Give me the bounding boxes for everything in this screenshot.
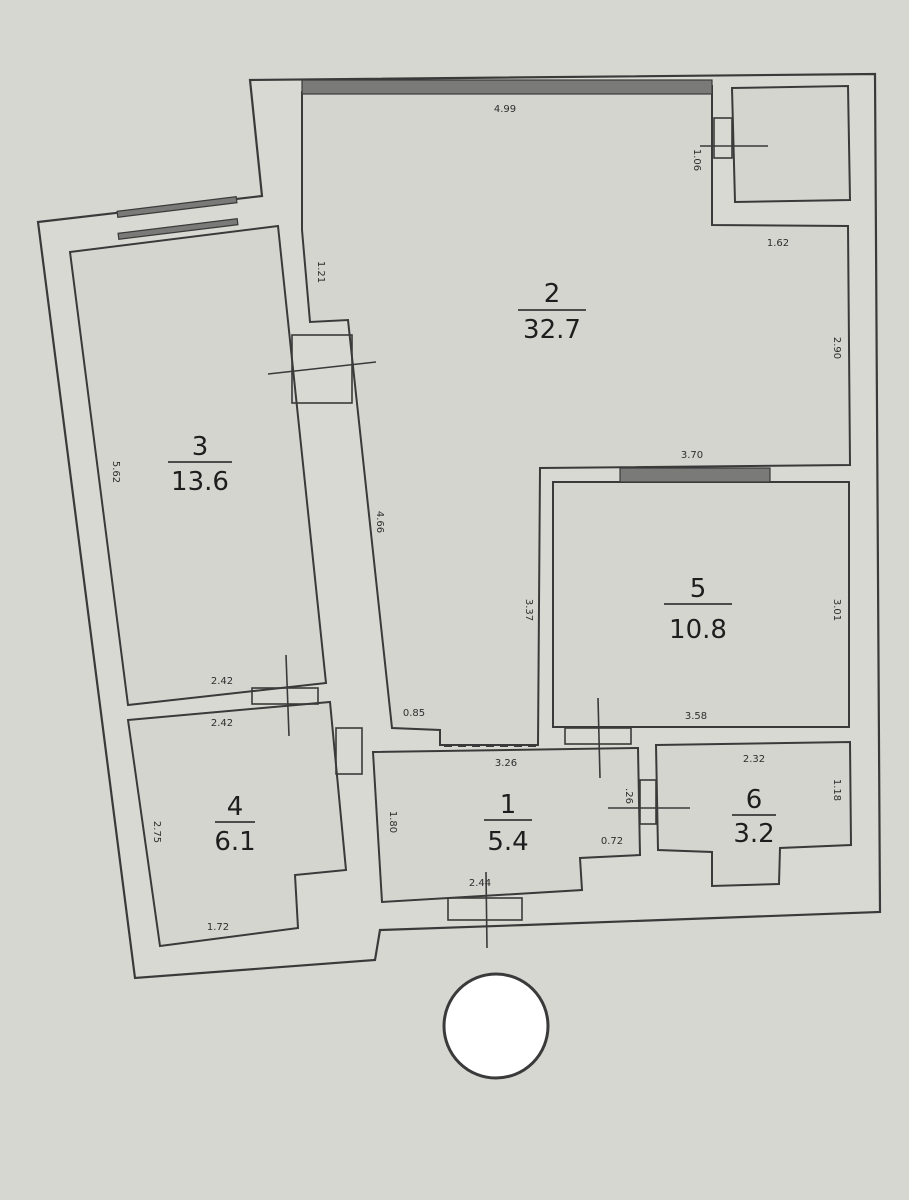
window-r3-b (117, 218, 239, 240)
closet-door-frame (713, 117, 733, 159)
dim-r6-right: 1.18 (831, 779, 842, 801)
entrance-door-mark (485, 871, 488, 949)
room-6-number: 6 (746, 785, 763, 815)
dim-r3-left: 5.62 (110, 461, 121, 483)
dim-corridor-left: 1.21 (315, 261, 326, 283)
room-5-number: 5 (690, 574, 707, 604)
window-top (301, 79, 713, 95)
window-r3 (116, 196, 238, 218)
room-2-number: 2 (544, 279, 561, 309)
window-r5 (619, 467, 771, 483)
room-4-fixture (335, 727, 363, 775)
dim-r4-bottom: 1.72 (207, 922, 229, 933)
room-4-area: 6.1 (214, 827, 255, 857)
room-3-area: 13.6 (171, 467, 229, 497)
entrance-door-frame (447, 897, 523, 921)
dim-r6-top: 2.32 (743, 754, 765, 765)
door-r3-mark (267, 361, 377, 375)
room-1-number: 1 (500, 790, 517, 820)
room-1-outline (371, 746, 642, 904)
room-3-number: 3 (192, 432, 209, 462)
room-6-outline (654, 740, 853, 888)
dim-r4-top: 2.42 (211, 718, 233, 729)
room-4-outline (126, 700, 348, 948)
dim-r5-bottom: 3.58 (685, 711, 707, 722)
dim-r1-right-small: 0.72 (601, 836, 623, 847)
dim-r1-bottom: 2.44 (469, 878, 491, 889)
door-r6-frame (639, 779, 657, 825)
room-3-outline (68, 224, 328, 707)
door-r5-mark (597, 697, 601, 779)
dim-r2-bottom: 3.70 (681, 450, 703, 461)
room-4-number: 4 (227, 792, 244, 822)
dim-r3-bottom: 2.42 (211, 676, 233, 687)
dim-r5-right: 3.01 (831, 599, 842, 621)
dim-r2-right: 2.90 (831, 337, 842, 359)
dim-r2-step: 1.62 (767, 238, 789, 249)
room-2-area: 32.7 (523, 315, 581, 345)
door-r4-mark (285, 654, 290, 737)
door-r4-frame (251, 687, 319, 705)
dim-r3-right: 4.66 (374, 511, 385, 533)
dim-small-closet: 1.06 (691, 149, 702, 171)
dim-hall-left: 3.37 (523, 599, 534, 621)
room-6-area: 3.2 (733, 819, 774, 849)
door-r3-frame (291, 334, 353, 404)
dim-r4-left: 2.75 (151, 821, 162, 843)
room-5-area: 10.8 (669, 615, 727, 645)
dim-r1-top: 3.26 (495, 758, 517, 769)
compass-circle (442, 972, 550, 1080)
dim-r1-left: 1.80 (387, 811, 398, 833)
dim-top-wall: 4.99 (494, 104, 516, 115)
dim-r1-right-v: .26 (623, 788, 634, 804)
room-1-area: 5.4 (487, 827, 528, 857)
dim-hall-step: 0.85 (403, 708, 425, 719)
closet-outline (730, 84, 852, 204)
